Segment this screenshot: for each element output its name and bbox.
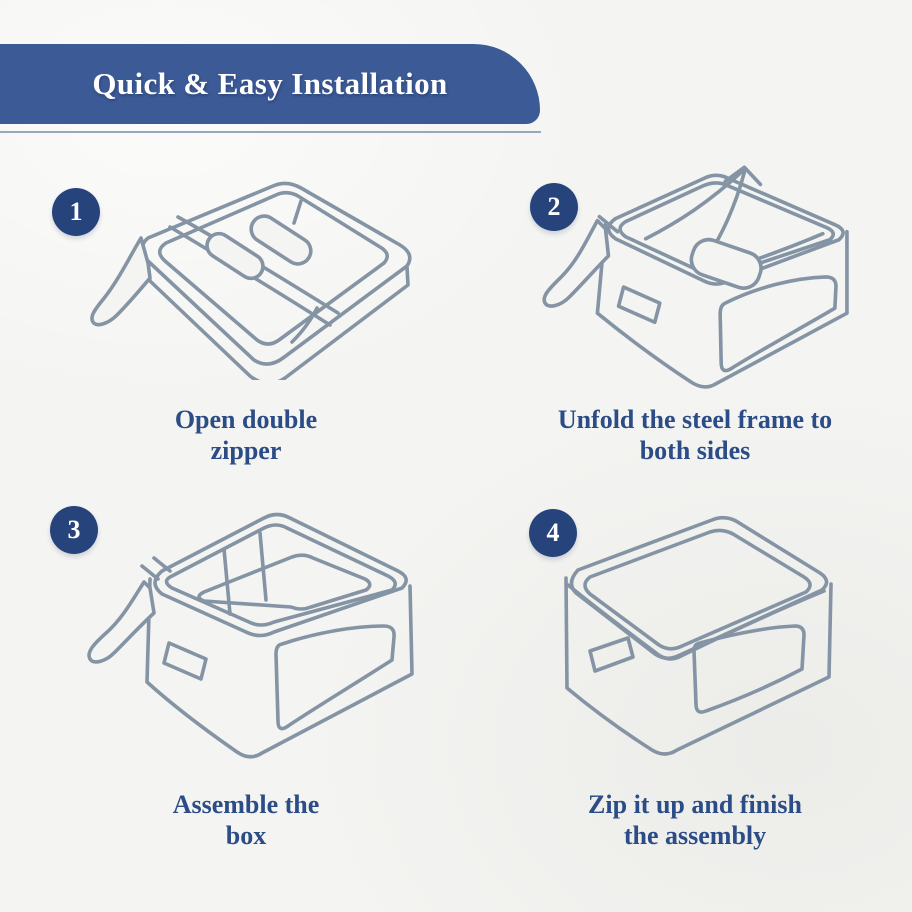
step-4-number: 4: [546, 518, 560, 547]
flat-box-line-art: [90, 181, 412, 380]
step-1-badge: 1: [52, 188, 100, 236]
step-3-caption: Assemble the box: [66, 789, 426, 851]
closed-box-line-art: [564, 515, 833, 756]
side-flap: [90, 236, 152, 327]
step-1-illustration-flat-box-zipper-icon: [90, 181, 412, 380]
header-underline: [0, 131, 541, 133]
step-4-caption: Zip it up and finish the assembly: [520, 789, 870, 851]
side-flap: [542, 218, 611, 308]
step-1-caption-line1: Open double: [174, 405, 318, 434]
step-1-caption-line2: zipper: [210, 436, 282, 465]
step-4-caption-line2: the assembly: [623, 821, 767, 850]
step-2-caption-line2: both sides: [639, 436, 751, 465]
page-title: Quick & Easy Installation: [92, 66, 448, 101]
step-3-illustration-assembled-box-icon: [87, 512, 414, 759]
zipper-track-left: [205, 231, 265, 281]
step-2-caption: Unfold the steel frame to both sides: [520, 404, 870, 466]
frame-base: [689, 237, 763, 290]
header-banner: Quick & Easy Installation: [0, 44, 540, 124]
handle-slot: [162, 641, 208, 681]
window-panel: [692, 624, 806, 714]
step-2-number: 2: [547, 192, 561, 221]
side-flap: [87, 580, 156, 664]
step-3-badge: 3: [50, 506, 98, 554]
window-panel: [718, 275, 838, 373]
step-4-illustration-closed-box-icon: [564, 515, 833, 756]
step-3-caption-line2: box: [225, 821, 267, 850]
step-2-badge: 2: [530, 183, 578, 231]
handle-slot: [616, 285, 662, 325]
step-4-badge: 4: [529, 509, 577, 557]
window-panel: [274, 624, 396, 731]
step-3-caption-line1: Assemble the: [172, 790, 320, 819]
step-1-number: 1: [69, 197, 83, 226]
step-2-caption-line1: Unfold the steel frame to: [557, 405, 833, 434]
step-4-caption-line1: Zip it up and finish: [588, 790, 802, 819]
zipper-track-right: [249, 214, 313, 266]
handle-slot: [588, 636, 635, 673]
step-3-number: 3: [67, 515, 81, 544]
assembled-box-line-art: [87, 512, 414, 759]
step-1-caption: Open double zipper: [66, 404, 426, 466]
open-box-frame-line-art: [542, 165, 849, 389]
step-2-illustration-frame-unfolding-icon: [542, 165, 849, 389]
